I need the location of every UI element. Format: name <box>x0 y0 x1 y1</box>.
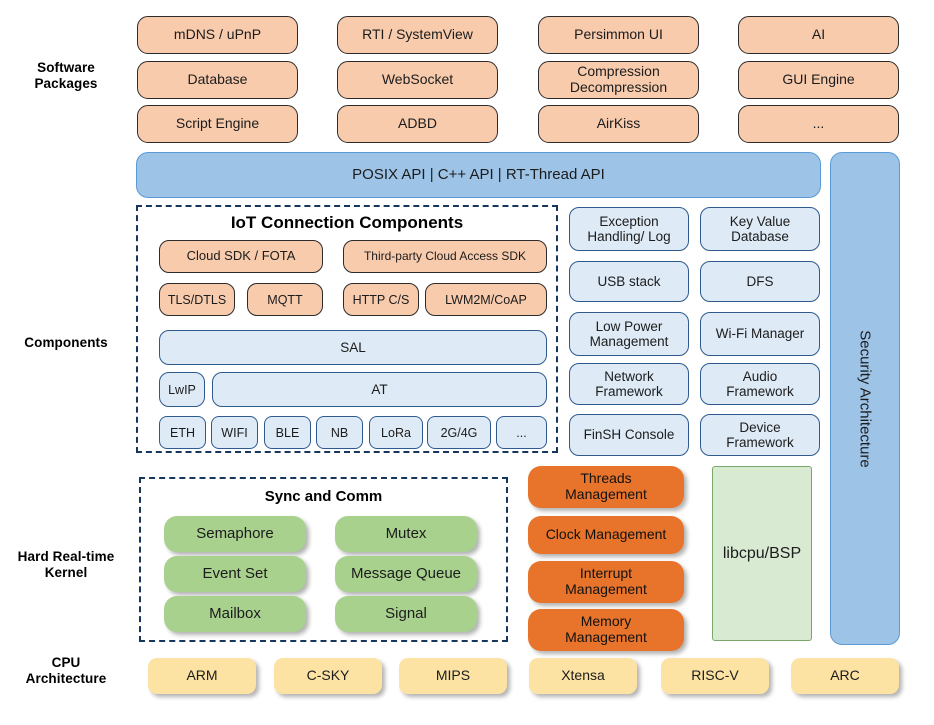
package-box[interactable]: GUI Engine <box>738 61 899 99</box>
iot-cloud-box[interactable]: Third-party Cloud Access SDK <box>343 240 547 273</box>
package-box[interactable]: Database <box>137 61 298 99</box>
kernel-management-box[interactable]: Threads Management <box>528 466 684 508</box>
security-architecture-label: Security Architecture <box>856 329 874 468</box>
iot-cloud-box[interactable]: Cloud SDK / FOTA <box>159 240 323 273</box>
kernel-management-box[interactable]: Clock Management <box>528 516 684 554</box>
iot-protocol-box[interactable]: TLS/DTLS <box>159 283 235 316</box>
row-label-cpu-architecture: CPU Architecture <box>25 655 107 686</box>
package-box[interactable]: Persimmon UI <box>538 16 699 54</box>
row-label-components: Components <box>24 335 108 350</box>
sync-and-comm-title: Sync and Comm <box>264 488 383 505</box>
package-box[interactable]: AI <box>738 16 899 54</box>
cpu-arch-box[interactable]: RISC-V <box>661 658 769 694</box>
iot-link-box[interactable]: NB <box>316 416 363 449</box>
iot-link-box[interactable]: BLE <box>264 416 311 449</box>
cpu-arch-box[interactable]: ARC <box>791 658 899 694</box>
component-box[interactable]: Low Power Management <box>569 312 689 356</box>
sync-box[interactable]: Message Queue <box>335 556 477 592</box>
iot-protocol-box[interactable]: LWM2M/CoAP <box>425 283 547 316</box>
cpu-arch-box[interactable]: Xtensa <box>529 658 637 694</box>
iot-link-box[interactable]: ... <box>496 416 547 449</box>
iot-protocol-box[interactable]: MQTT <box>247 283 323 316</box>
iot-connection-group <box>136 205 558 453</box>
component-box[interactable]: Device Framework <box>700 414 820 456</box>
iot-connection-title: IoT Connection Components <box>230 213 464 232</box>
row-label-software-packages: Software Packages <box>34 60 98 91</box>
component-box[interactable]: DFS <box>700 261 820 302</box>
kernel-management-box[interactable]: Memory Management <box>528 609 684 651</box>
iot-at-box[interactable]: AT <box>212 372 547 407</box>
component-box[interactable]: Network Framework <box>569 363 689 405</box>
iot-lwip-box[interactable]: LwIP <box>159 372 205 407</box>
component-box[interactable]: Wi-Fi Manager <box>700 312 820 356</box>
cpu-arch-box[interactable]: MIPS <box>399 658 507 694</box>
package-box[interactable]: ... <box>738 105 899 143</box>
iot-link-box[interactable]: WIFI <box>211 416 258 449</box>
package-box[interactable]: WebSocket <box>337 61 498 99</box>
package-box[interactable]: RTI / SystemView <box>337 16 498 54</box>
package-box[interactable]: Script Engine <box>137 105 298 143</box>
component-box[interactable]: Key Value Database <box>700 207 820 251</box>
component-box[interactable]: USB stack <box>569 261 689 302</box>
security-architecture-column[interactable]: Security Architecture <box>830 152 900 645</box>
sync-box[interactable]: Signal <box>335 596 477 632</box>
cpu-arch-box[interactable]: ARM <box>148 658 256 694</box>
iot-link-box[interactable]: 2G/4G <box>427 416 491 449</box>
component-box[interactable]: FinSH Console <box>569 414 689 456</box>
package-box[interactable]: Compression Decompression <box>538 61 699 99</box>
kernel-management-box[interactable]: Interrupt Management <box>528 561 684 603</box>
package-box[interactable]: AirKiss <box>538 105 699 143</box>
iot-link-box[interactable]: ETH <box>159 416 206 449</box>
cpu-arch-box[interactable]: C-SKY <box>274 658 382 694</box>
package-box[interactable]: ADBD <box>337 105 498 143</box>
component-box[interactable]: Exception Handling/ Log <box>569 207 689 251</box>
libcpu-bsp-box[interactable]: libcpu/BSP <box>712 466 812 641</box>
iot-protocol-box[interactable]: HTTP C/S <box>343 283 419 316</box>
sync-box[interactable]: Semaphore <box>164 516 306 552</box>
row-label-kernel: Hard Real-time Kernel <box>17 549 115 580</box>
api-bar[interactable]: POSIX API | C++ API | RT-Thread API <box>136 152 821 198</box>
sync-box[interactable]: Event Set <box>164 556 306 592</box>
package-box[interactable]: mDNS / uPnP <box>137 16 298 54</box>
sync-box[interactable]: Mutex <box>335 516 477 552</box>
sync-box[interactable]: Mailbox <box>164 596 306 632</box>
sync-and-comm-group <box>139 477 508 642</box>
component-box[interactable]: Audio Framework <box>700 363 820 405</box>
iot-sal-box[interactable]: SAL <box>159 330 547 365</box>
iot-link-box[interactable]: LoRa <box>369 416 423 449</box>
